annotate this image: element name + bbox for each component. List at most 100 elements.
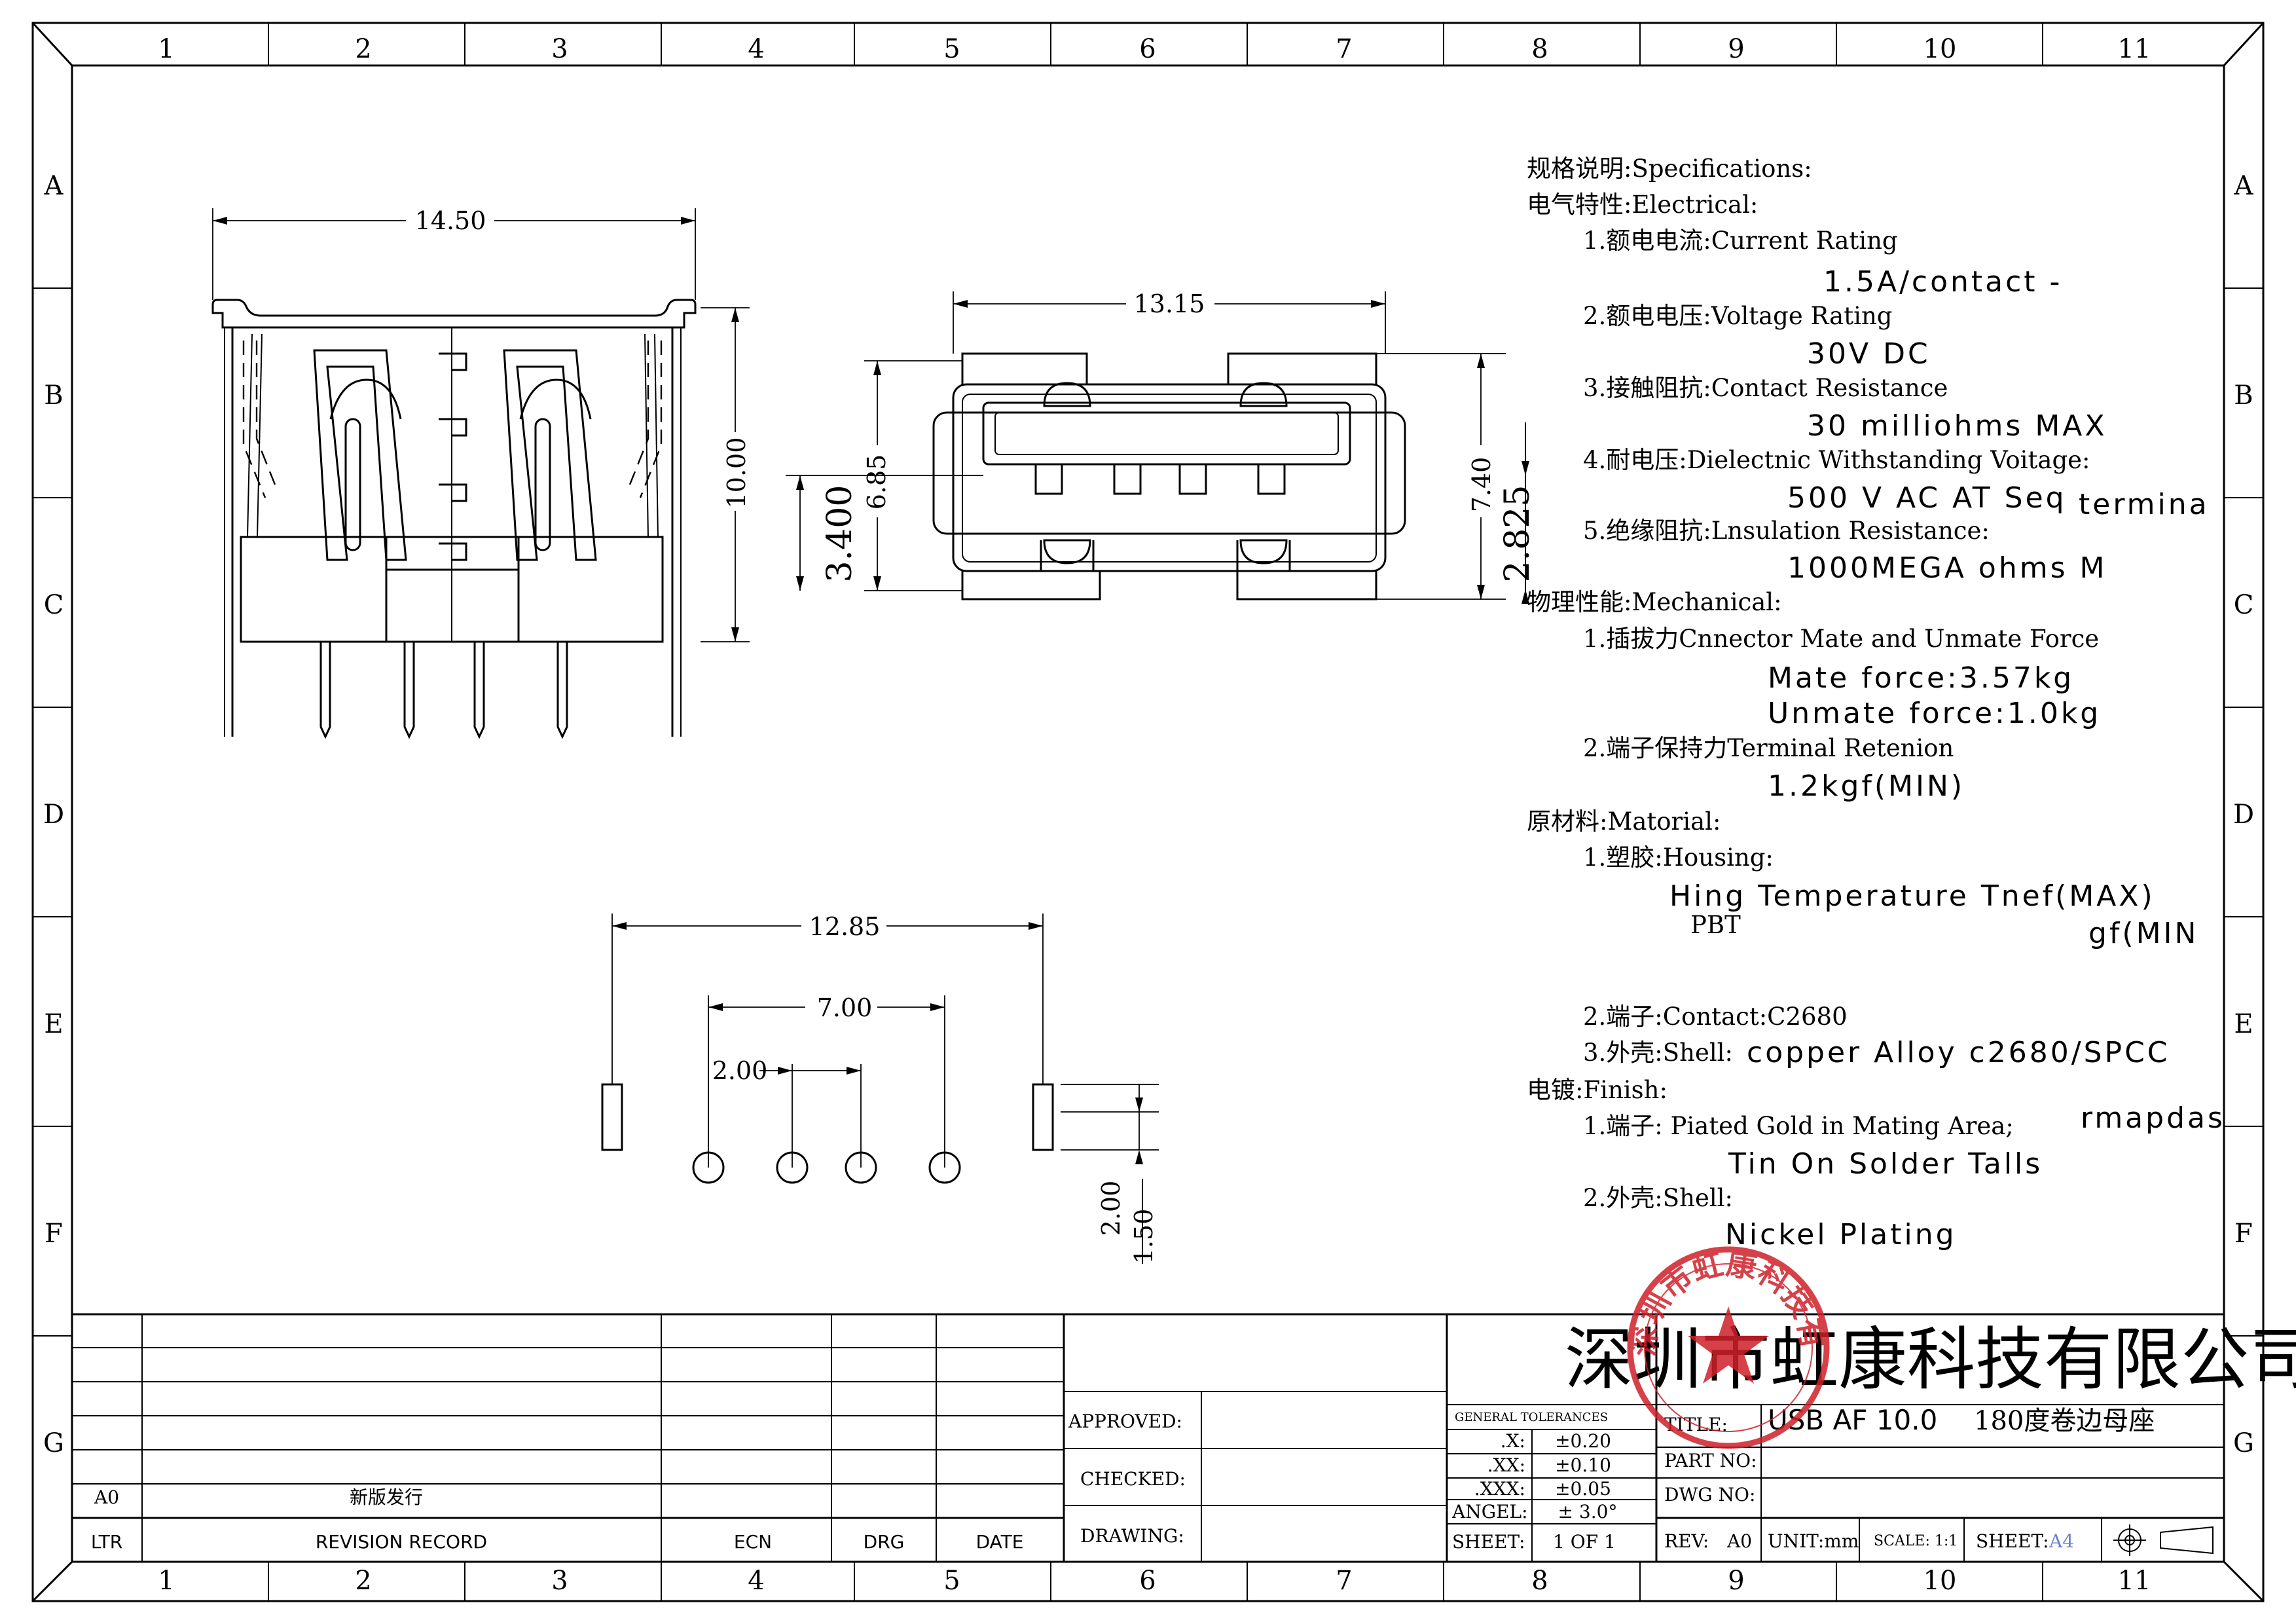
spec-shell-value: copper Alloy c2680/SPCC [1747, 1036, 2170, 1069]
revision-note: 新版发行 [350, 1486, 423, 1508]
revision-col-record: REVISION RECORD [316, 1531, 487, 1553]
revision-col-drg: DRG [864, 1531, 905, 1553]
revision-col-ecn: ECN [734, 1531, 772, 1553]
side-view-dims: 14.50 10.00 [212, 203, 751, 642]
unit-label: UNIT:mm [1768, 1530, 1859, 1552]
spec-finish: 电镀:Finish: [1527, 1076, 1667, 1104]
signoff-block: APPROVED: CHECKED: DRAWING: [1064, 1314, 1448, 1562]
spec-housing-pbt: PBT [1690, 911, 1741, 939]
tolerance-sheet-label: SHEET: [1452, 1531, 1525, 1553]
col-label: 1 [158, 34, 174, 64]
col-label: 10 [1923, 1566, 1957, 1596]
row-label: B [44, 380, 63, 411]
col-label: 2 [355, 1566, 371, 1596]
row-label: D [2233, 800, 2254, 830]
rev-label: REV: [1664, 1530, 1709, 1552]
spec-mechanical: 物理性能:Mechanical: [1527, 588, 1782, 616]
col-label: 8 [1531, 34, 1548, 64]
col-label: 11 [2118, 1566, 2151, 1596]
col-label: 6 [1139, 34, 1156, 64]
front-view-dims: 13.15 6.85 3.400 7.40 2.825 [786, 286, 1537, 604]
spec-electrical: 电气特性:Electrical: [1527, 191, 1758, 219]
title-block: 深圳市虹康科技有限公司 TITLE: USB AF 10.0 180度卷边母座 … [1565, 1320, 2296, 1562]
spec-retention-label: 2.端子保持力Terminal Retenion [1583, 734, 1954, 762]
side-view [211, 299, 697, 739]
spec-contact-label: 2.端子:Contact:C2680 [1583, 1003, 1848, 1031]
row-label: G [43, 1428, 64, 1458]
pcb-footprint-dims: 12.85 7.00 2.00 2.00 1.50 [611, 909, 1159, 1264]
dim-front-offset-right: 2.825 [1498, 485, 1537, 583]
tolerance-angle-label: ANGEL: [1451, 1501, 1528, 1522]
dim-side-height: 10.00 [722, 437, 751, 509]
scale-label: SCALE: [1874, 1533, 1930, 1549]
dim-pcb-width: 12.85 [809, 912, 881, 941]
sheet-label: SHEET: [1976, 1530, 2049, 1552]
spec-finish-contact-label: 1.端子: Piated Gold in Mating Area; [1583, 1112, 2014, 1140]
column-labels-top: 1 2 3 4 5 6 7 8 9 10 11 [158, 34, 2151, 64]
tolerance-xx-label: .XX: [1487, 1454, 1525, 1476]
dim-pcb-pitch-outer: 7.00 [817, 993, 873, 1022]
specifications: 规格说明:Specifications: 电气特性:Electrical: 1.… [1527, 155, 2225, 1251]
spec-current-label: 1.额电电流:Current Rating [1583, 227, 1898, 255]
row-label: A [2234, 171, 2254, 201]
projection-symbol-icon [2113, 1524, 2214, 1556]
col-label: 2 [355, 34, 371, 64]
spec-insulation-label: 5.绝缘阻抗:Lnsulation Resistance: [1583, 517, 1990, 545]
col-label: 9 [1728, 1566, 1744, 1596]
col-label: 10 [1923, 34, 1957, 64]
dim-pcb-slot: 2.00 [1097, 1181, 1125, 1236]
col-label: 6 [1139, 1566, 1156, 1596]
part-label: PART NO: [1664, 1450, 1757, 1471]
col-label: 4 [748, 34, 764, 64]
revision-table: A0 新版发行 LTR REVISION RECORD ECN DRG DATE [71, 1313, 2225, 1563]
dim-side-width: 14.50 [415, 206, 486, 235]
tolerance-x-value: ±0.20 [1555, 1430, 1611, 1452]
spec-housing-value: Hing Temperature Tnef(MAX) [1669, 879, 2155, 913]
tolerance-xxx-value: ±0.05 [1555, 1478, 1611, 1500]
row-label: D [43, 800, 64, 830]
revision-col-date: DATE [976, 1531, 1024, 1553]
title-cn: 180度卷边母座 [1974, 1406, 2155, 1436]
col-label: 4 [748, 1566, 764, 1596]
tolerance-angle-value: ± 3.0° [1558, 1501, 1618, 1522]
row-label: G [2233, 1428, 2254, 1458]
col-label: 3 [551, 1566, 568, 1596]
scale-value: 1:1 [1935, 1533, 1958, 1549]
tolerance-xxx-label: .XXX: [1474, 1478, 1525, 1500]
spec-unmate-value: Unmate force:1.0kg [1768, 697, 2101, 730]
row-label: C [44, 590, 64, 620]
front-view [932, 352, 1406, 600]
tolerance-xx-value: ±0.10 [1555, 1454, 1611, 1476]
dim-front-offset: 3.400 [820, 485, 860, 583]
col-label: 5 [943, 34, 960, 64]
row-label: C [2234, 590, 2254, 620]
tolerance-header: GENERAL TOLERANCES [1455, 1411, 1608, 1424]
dwg-label: DWG NO: [1664, 1484, 1755, 1505]
spec-shell-label: 3.外壳:Shell: [1583, 1039, 1733, 1067]
spec-material: 原材料:Matorial: [1527, 807, 1721, 836]
stamp-star-icon [1688, 1306, 1769, 1384]
row-label: A [44, 171, 64, 201]
spec-housing-label: 1.塑胶:Housing: [1583, 843, 1774, 872]
spec-finish-shell-label: 2.外壳:Shell: [1583, 1184, 1733, 1212]
sheet-value: A4 [2049, 1530, 2074, 1552]
col-label: 3 [551, 34, 568, 64]
col-label: 11 [2118, 34, 2151, 64]
spec-dielectric-value: 500 V AC AT Seq [1787, 481, 2067, 515]
dim-front-inner-height: 6.85 [862, 454, 891, 510]
spec-current-value: 1.5A/contact - [1823, 265, 2062, 299]
spec-retention-value: 1.2kgf(MIN) [1768, 769, 1965, 803]
spec-housing-extra: gf(MIN [2088, 917, 2198, 950]
row-label: B [2234, 380, 2253, 411]
pcb-footprint [601, 1083, 1054, 1184]
dim-pcb-offset: 1.50 [1129, 1209, 1158, 1264]
tolerance-block: GENERAL TOLERANCES .X: ±0.20 .XX: ±0.10 … [1447, 1314, 1658, 1562]
spec-voltage-label: 2.额电电压:Voltage Rating [1583, 302, 1892, 330]
dim-pcb-pitch-inner: 2.00 [712, 1056, 768, 1085]
row-label: E [2234, 1009, 2253, 1039]
spec-finish-contact-extra: rmapdas [2081, 1101, 2225, 1135]
col-label: 7 [1336, 1566, 1352, 1596]
signoff-approved: APPROVED: [1068, 1411, 1182, 1432]
signoff-drawing: DRAWING: [1080, 1525, 1184, 1547]
